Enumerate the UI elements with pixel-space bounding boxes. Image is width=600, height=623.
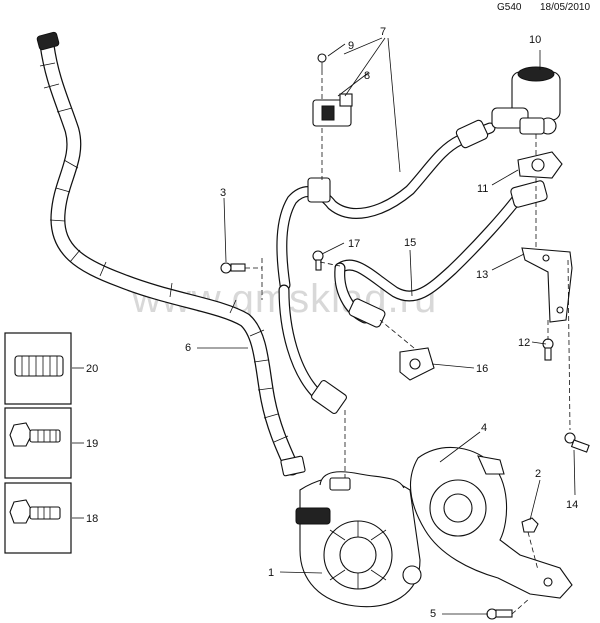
callout-19: 19 [86,438,98,450]
inset-18-bolt [4,482,72,554]
callout-14: 14 [566,499,578,511]
callout-17: 17 [348,238,360,250]
callout-7: 7 [380,26,386,38]
callout-3: 3 [220,187,226,199]
callout-16: 16 [476,363,488,375]
inset-20-stud [4,332,72,405]
callout-labels: 1 2 3 4 5 6 7 8 9 10 11 12 13 14 15 16 1… [86,26,578,620]
gasket-16 [399,347,435,381]
sensor-8 [312,93,353,127]
air-pump-1 [295,471,422,608]
callout-20: 20 [86,363,98,375]
bolt-5 [486,608,513,620]
callout-18: 18 [86,513,98,525]
callout-9: 9 [348,40,354,52]
bolt-17 [312,250,324,271]
hose-15 [334,180,548,328]
gasket-11 [517,151,563,179]
callout-11: 11 [477,183,488,195]
leader-lines [72,37,576,615]
callout-13: 13 [476,269,488,281]
hose-6-intake [36,31,306,477]
callout-5: 5 [430,608,436,620]
diagram-code: G540 [497,2,522,13]
bolt-3 [220,262,246,274]
callout-2: 2 [535,468,541,480]
callout-12: 12 [518,337,530,349]
bolt-12 [542,338,554,361]
callout-10: 10 [529,34,541,46]
bracket-13 [521,247,573,323]
bracket-4 [410,447,573,599]
callout-6: 6 [185,342,191,354]
diagram-date: 18/05/2010 [540,2,591,13]
callout-1: 1 [268,567,274,579]
bolt-9 [317,53,327,70]
valve-10 [491,66,561,135]
assembly-lines [245,70,571,615]
hose-7-vacuum [276,119,496,414]
nut-2 [521,517,539,533]
bolt-14 [564,432,590,453]
inset-19-bolt [4,407,72,479]
callout-15: 15 [404,237,416,249]
callout-8: 8 [364,70,370,82]
callout-4: 4 [481,422,487,434]
